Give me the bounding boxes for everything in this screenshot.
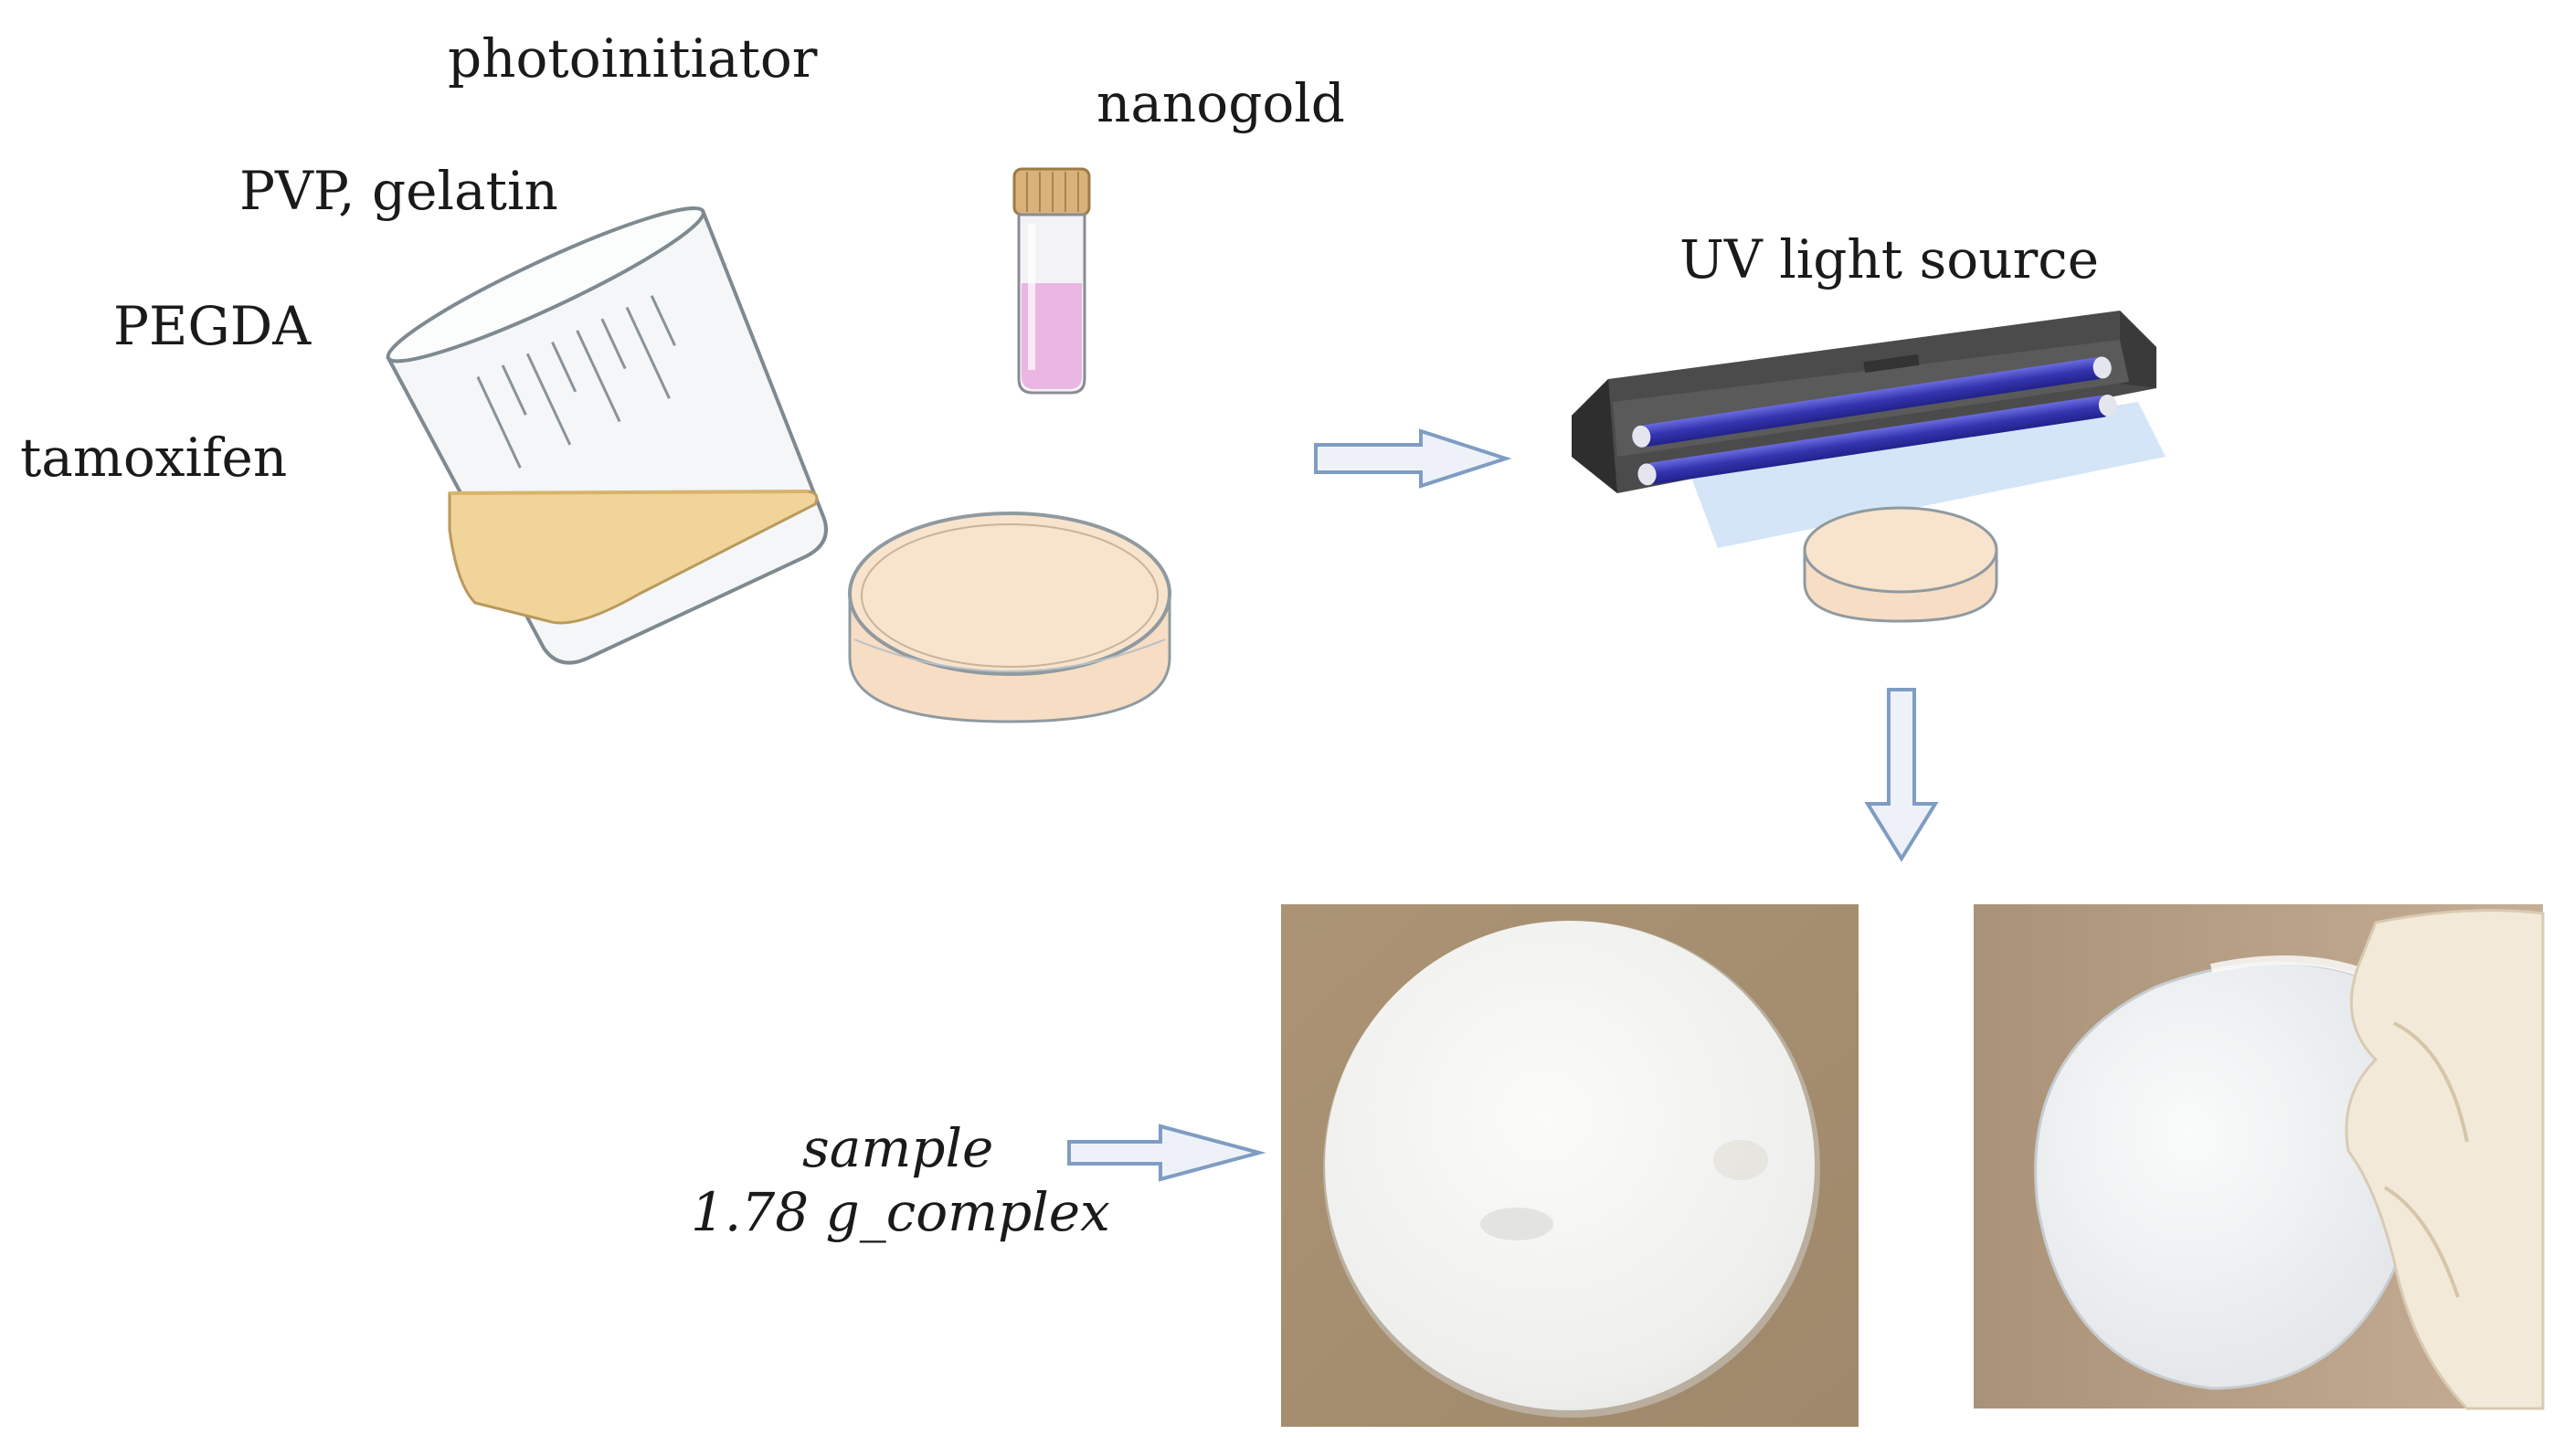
- label-pegda: PEGDA: [113, 295, 312, 357]
- vial-icon: [1012, 167, 1091, 395]
- arrow-right-icon: [1314, 428, 1512, 489]
- label-nanogold: nanogold: [1096, 72, 1345, 134]
- petri-dish-small-icon: [1803, 506, 1998, 623]
- beaker-icon: [386, 206, 828, 665]
- petri-dish-icon: [848, 512, 1171, 723]
- label-uv-light-source: UV light source: [1679, 228, 2100, 290]
- label-tamoxifen: tamoxifen: [20, 427, 288, 489]
- arrow-down-icon: [1864, 688, 1939, 862]
- arrow-right-sample-icon: [1067, 1124, 1266, 1182]
- label-sample-mass: 1.78 g_complex: [691, 1181, 1110, 1243]
- label-sample: sample: [802, 1117, 994, 1179]
- label-photoinitiator: photoinitiator: [448, 27, 818, 90]
- photo-hydrogel-flexible: [1974, 904, 2545, 1410]
- photo-hydrogel-disc: [1281, 904, 1859, 1427]
- uv-lamp-icon: [1572, 311, 2166, 548]
- label-pvp-gelatin: PVP, gelatin: [239, 160, 558, 222]
